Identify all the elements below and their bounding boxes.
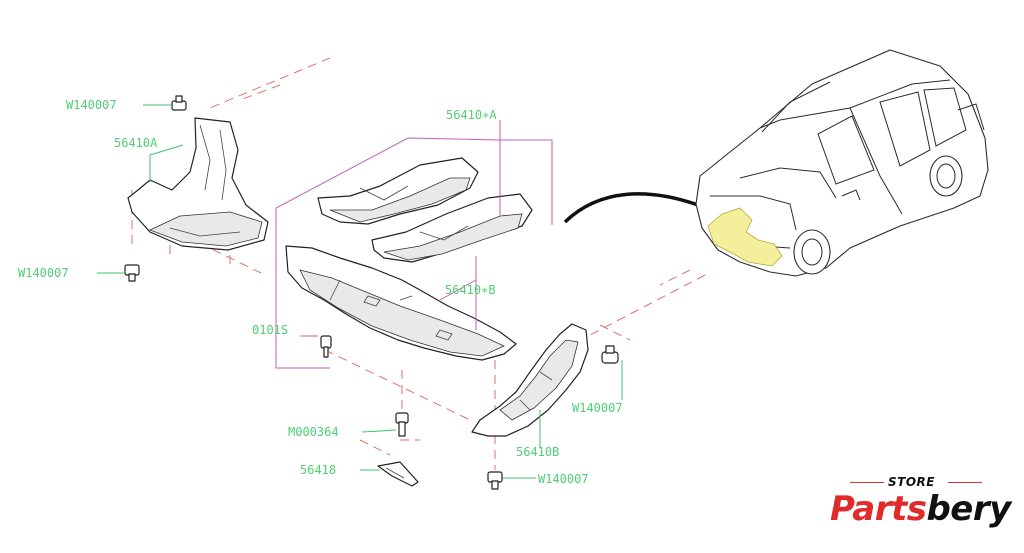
partsbery-logo: STORE Partsbery [830, 475, 1011, 535]
label-w140007-left: W140007 [18, 266, 69, 280]
logo-store-text: STORE [888, 475, 935, 489]
part-56410b [471, 323, 589, 437]
group-bracket-lines [275, 120, 553, 369]
logo-brand-black: bery [926, 489, 1011, 529]
bolt-w140007-left [124, 264, 140, 282]
part-56410-star-b [285, 245, 517, 361]
label-56410-star-b: 56410∗B [445, 283, 496, 297]
label-w140007-right: W140007 [572, 401, 623, 415]
label-w140007-bottom: W140007 [538, 472, 589, 486]
logo-rule-right [948, 482, 982, 483]
part-labels: W140007 56410A W140007 56410∗A 56410∗B 0… [18, 98, 623, 486]
part-56410a [127, 117, 269, 251]
label-56410a: 56410A [114, 136, 158, 150]
part-56410-star-a-lower [371, 193, 533, 263]
part-56410-star-a-upper [317, 157, 479, 225]
label-56410-star-a: 56410∗A [446, 108, 497, 122]
bolt-w140007-right [601, 345, 619, 364]
bolt-w140007-bottom [487, 471, 503, 490]
label-leader-lines [97, 104, 623, 479]
logo-rule-left [850, 482, 884, 483]
logo-brand: Partsbery [830, 489, 1011, 529]
label-w140007-top: W140007 [66, 98, 117, 112]
screw-0101s [320, 335, 332, 358]
label-56410b: 56410B [516, 445, 559, 459]
label-56418: 56418 [300, 463, 336, 477]
bolt-w140007-top [171, 95, 187, 111]
label-m000364: M000364 [288, 425, 339, 439]
part-56418 [377, 461, 419, 487]
location-arrow [563, 192, 699, 224]
vehicle-illustration [695, 49, 989, 277]
screw-m000364 [395, 412, 409, 437]
under-cover-highlight [707, 207, 783, 267]
label-0101s: 0101S [252, 323, 288, 337]
logo-brand-red: Parts [830, 489, 927, 529]
